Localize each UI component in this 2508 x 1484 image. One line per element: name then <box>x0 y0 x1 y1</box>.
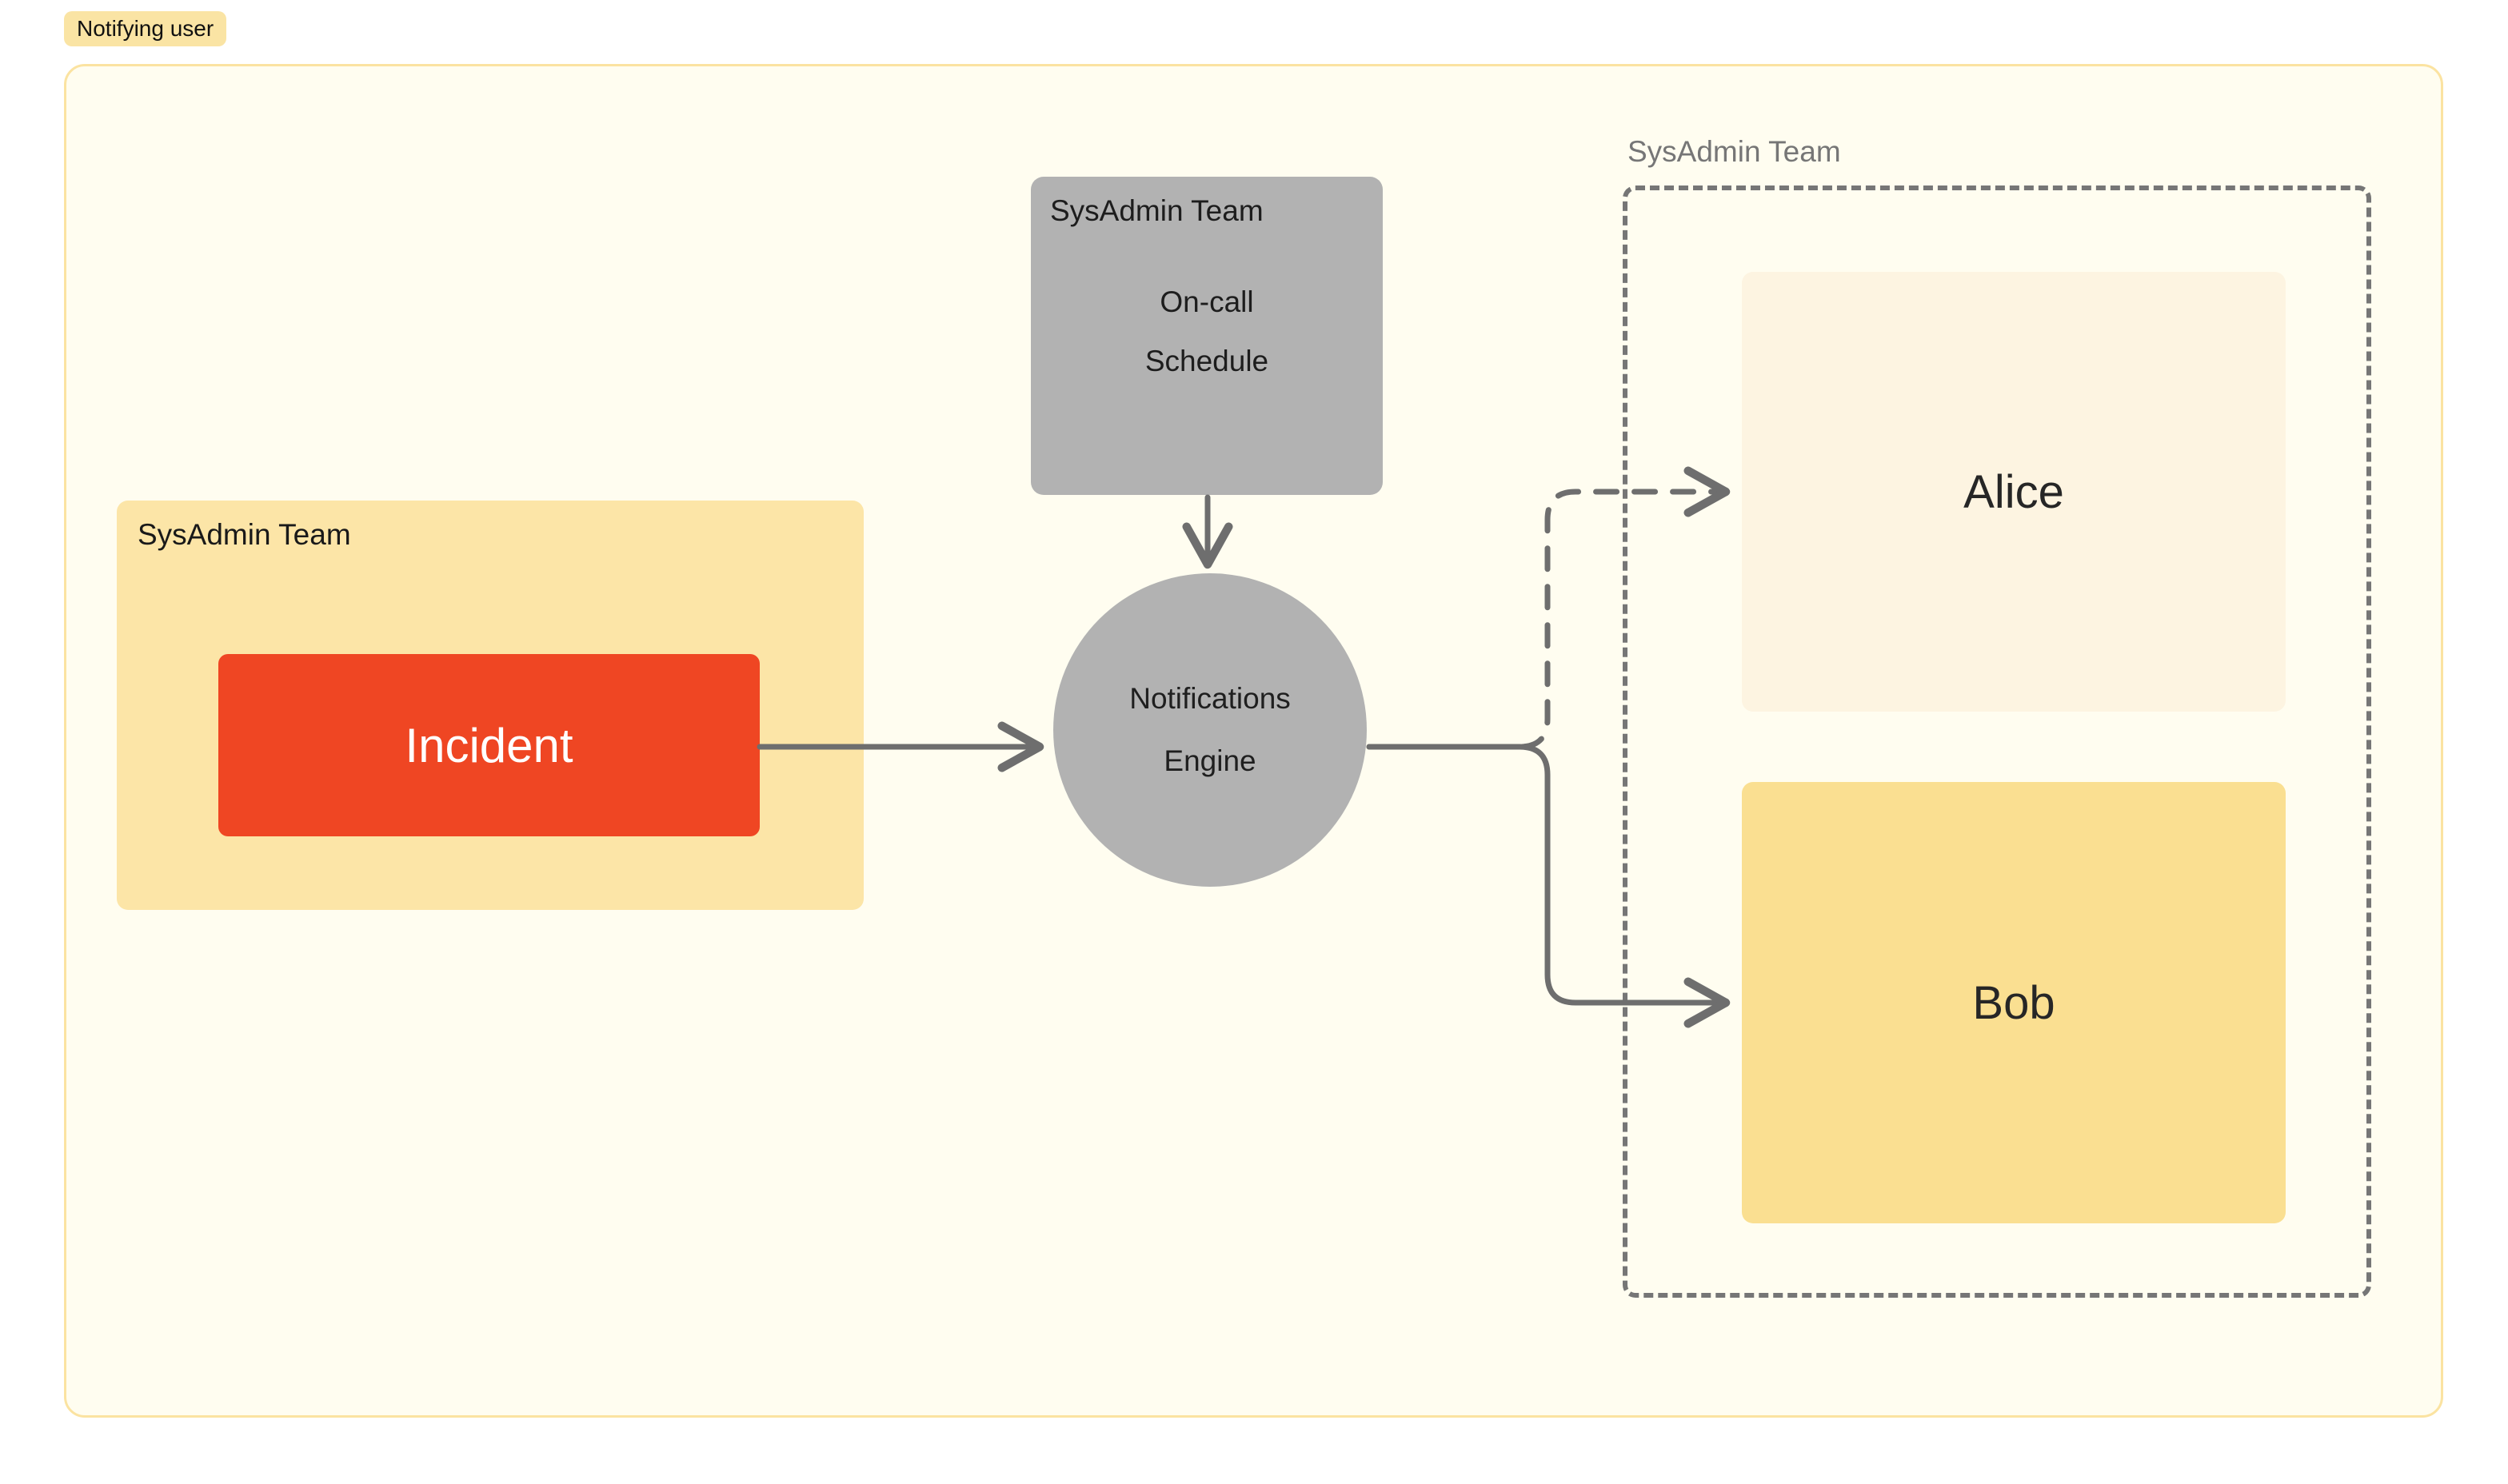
engine-label-line-1: Notifications <box>1129 682 1291 715</box>
node-on-call-schedule-label: On-call Schedule <box>1031 273 1383 391</box>
node-incident-label: Incident <box>405 718 573 772</box>
schedule-label-line-2: Schedule <box>1144 345 1269 377</box>
node-alice-label: Alice <box>1963 465 2064 518</box>
group-label-sysadmin-team-targets: SysAdmin Team <box>1627 135 1841 168</box>
node-on-call-schedule[interactable]: SysAdmin Team On-call Schedule <box>1031 177 1383 495</box>
schedule-label-line-1: On-call <box>1160 285 1254 318</box>
engine-label-line-2: Engine <box>1164 744 1256 777</box>
status-badge: Notifying user <box>64 11 227 46</box>
node-bob-label: Bob <box>1972 976 2055 1029</box>
group-label-sysadmin-team-source: SysAdmin Team <box>138 518 351 551</box>
node-notifications-engine[interactable]: Notifications Engine <box>1053 573 1367 887</box>
node-alice[interactable]: Alice <box>1742 272 2286 712</box>
node-bob[interactable]: Bob <box>1742 782 2286 1223</box>
status-badge-label: Notifying user <box>77 16 214 41</box>
node-incident[interactable]: Incident <box>218 654 760 836</box>
node-on-call-schedule-group-label: SysAdmin Team <box>1050 194 1264 227</box>
